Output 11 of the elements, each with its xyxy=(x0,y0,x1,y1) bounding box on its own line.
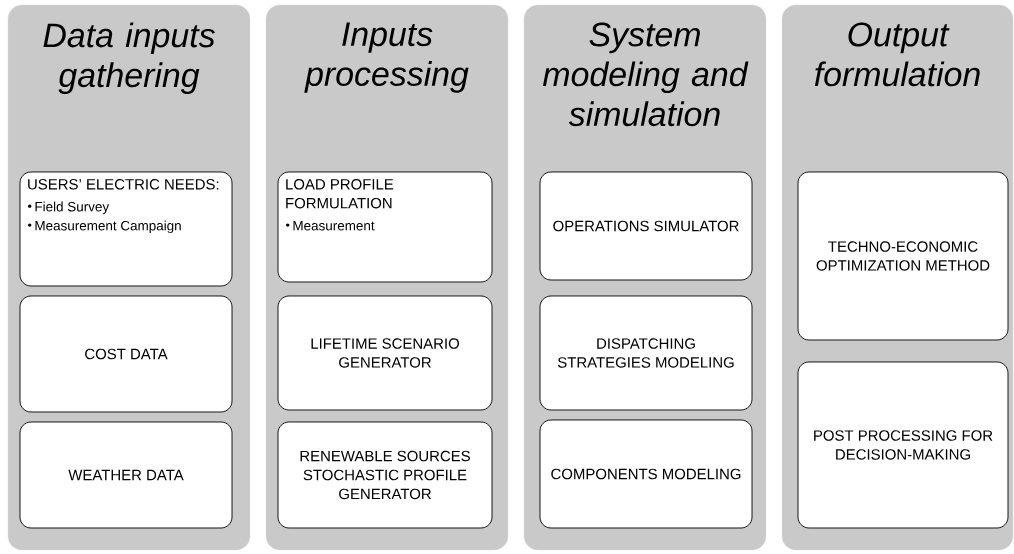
process-box: USERS’ ELECTRIC NEEDS: Field Survey Measurement Campaign xyxy=(19,171,233,287)
process-box: LOAD PROFILE FORMULATION Measurement xyxy=(277,171,493,283)
process-box: RENEWABLE SOURCES STOCHASTIC PROFILE GENERATOR xyxy=(277,421,493,529)
process-box: POST PROCESSING FOR DECISION-MAKING xyxy=(797,361,1009,529)
process-box: COMPONENTS MODELING xyxy=(539,419,753,529)
process-box: OPERATIONS SIMULATOR xyxy=(539,171,753,281)
process-box: TECHNO-ECONOMIC OPTIMIZATION METHOD xyxy=(797,171,1009,341)
process-box: LIFETIME SCENARIO GENERATOR xyxy=(277,295,493,411)
process-box: COST DATA xyxy=(19,295,233,413)
process-box: WEATHER DATA xyxy=(19,421,233,529)
process-box: DISPATCHING STRATEGIES MODELING xyxy=(539,295,753,411)
